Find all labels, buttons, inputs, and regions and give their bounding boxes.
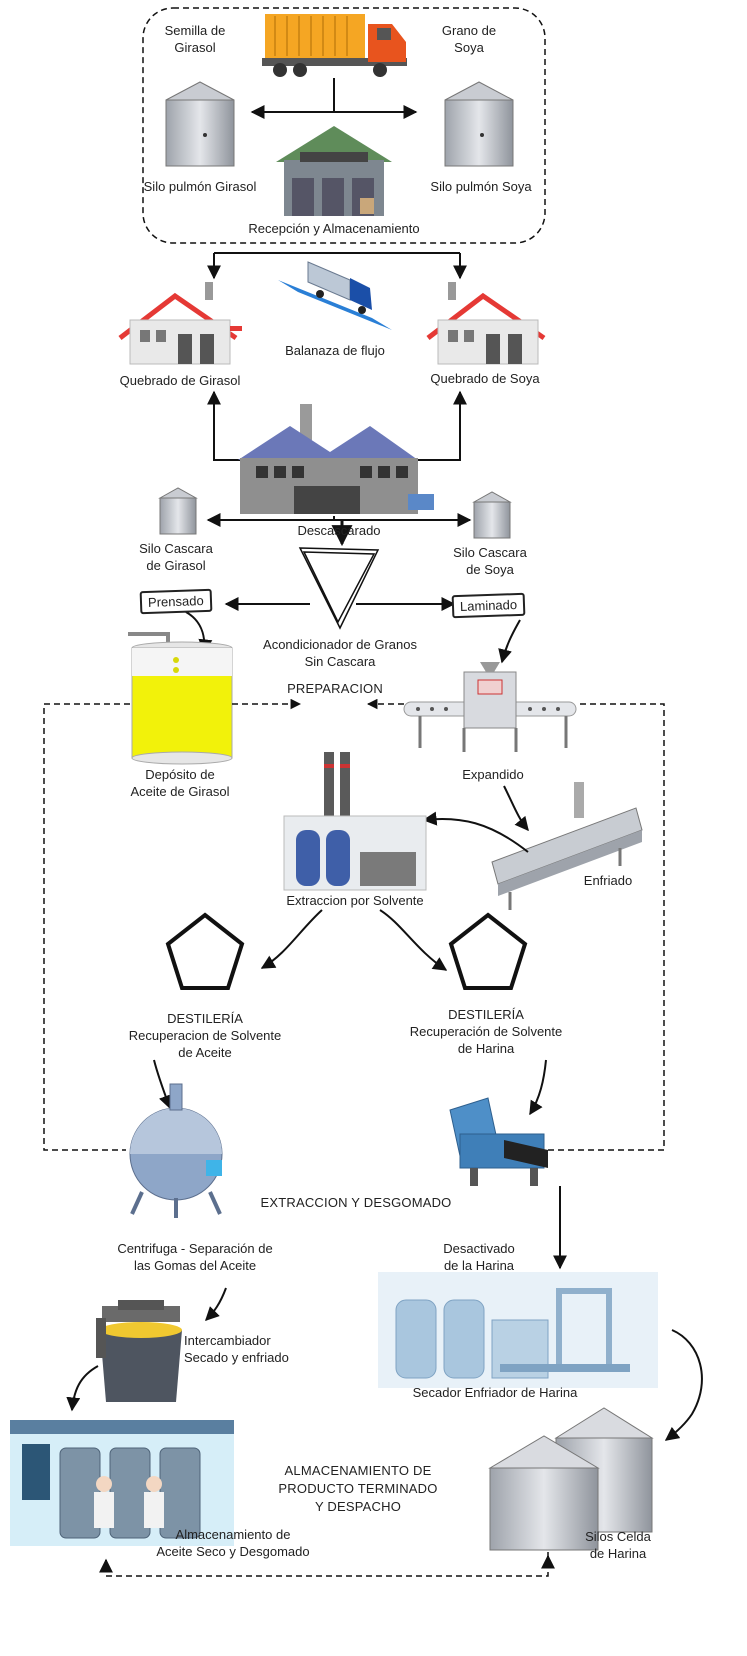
quebrado-girasol-icon (118, 282, 242, 365)
descascarado-factory-icon (238, 404, 434, 514)
label-desactivado: Desactivado de la Harina (443, 1241, 515, 1273)
label-intercambiador: Intercambiador Secado y enfriado (184, 1333, 289, 1365)
meal-dryer-plant-icon (378, 1272, 658, 1388)
truck-icon (262, 14, 407, 77)
label-secador: Secador Enfriador de Harina (412, 1385, 578, 1400)
label-grano-soya: Grano de Soya (441, 23, 497, 55)
label-expandido: Expandido (462, 767, 524, 782)
solvent-extraction-plant-icon (283, 752, 427, 891)
section-preparacion: PREPARACION (287, 681, 383, 696)
label-extraccion-solvente: Extraccion por Solvente (286, 893, 424, 908)
label-semilla-girasol: Semilla de Girasol (164, 23, 226, 55)
oil-tank-girasol-icon (128, 632, 233, 765)
section-almacenamiento-producto: ALMACENAMIENTO DE PRODUCTO TERMINADO Y D… (278, 1463, 438, 1514)
label-centrifuga: Centrifuga - Separación de las Gomas del… (117, 1241, 273, 1273)
cooler-conveyor-icon (491, 782, 643, 910)
label-destileria-aceite: DESTILERÍA Recuperacion de Solvente de A… (128, 1011, 282, 1060)
label-deposito-aceite: Depósito de Aceite de Girasol (130, 767, 230, 799)
label-descascarado: Descascarado (297, 523, 381, 538)
silo-pulmon-soya-icon (444, 81, 514, 167)
silo-cascara-girasol-icon (158, 487, 198, 535)
label-silo-cascara-soya: Silo Cascara de Soya (453, 545, 527, 577)
label-silo-pulmon-girasol: Silo pulmón Girasol (143, 179, 257, 194)
expander-machine-icon (403, 662, 577, 752)
destileria-harina-pentagon-icon (448, 912, 528, 990)
label-quebrado-soya: Quebrado de Soya (430, 371, 540, 386)
quebrado-soya-icon (426, 282, 546, 365)
meal-silos-icon (488, 1407, 654, 1551)
silo-pulmon-girasol-icon (165, 81, 235, 167)
desolventizer-machine-icon (449, 1097, 548, 1186)
oil-storage-room-icon (10, 1420, 234, 1546)
label-silo-cascara-girasol: Silo Cascara de Girasol (139, 541, 213, 573)
reception-area-border (142, 7, 546, 244)
label-silo-pulmon-soya: Silo pulmón Soya (430, 179, 532, 194)
label-recepcion: Recepción y Almacenamiento (248, 221, 420, 236)
degumming-reactor-icon (129, 1083, 223, 1218)
label-silos-celda: Silos Celda de Harina (585, 1529, 651, 1561)
label-acondicionador: Acondicionador de Granos Sin Cascara (263, 637, 417, 669)
warehouse-icon (276, 126, 392, 216)
label-almacenamiento-aceite: Almacenamiento de Aceite Seco y Desgomad… (156, 1527, 310, 1559)
label-enfriado: Enfriado (583, 873, 633, 888)
label-prensado: Prensado (139, 588, 213, 615)
silo-cascara-soya-icon (472, 491, 512, 539)
destileria-aceite-pentagon-icon (165, 912, 245, 990)
section-extraccion-desgomado: EXTRACCION Y DESGOMADO (260, 1195, 452, 1210)
label-quebrado-girasol: Quebrado de Girasol (119, 373, 241, 388)
heat-exchanger-tank-icon (96, 1300, 182, 1402)
preparation-zone-border (43, 703, 665, 1151)
label-balanza: Balanaza de flujo (285, 343, 385, 358)
acondicionador-icon (298, 547, 380, 630)
label-laminado: Laminado (451, 592, 526, 619)
flow-scale-truck-icon (278, 261, 392, 330)
label-destileria-harina: DESTILERÍA Recuperación de Solvente de H… (409, 1007, 563, 1056)
